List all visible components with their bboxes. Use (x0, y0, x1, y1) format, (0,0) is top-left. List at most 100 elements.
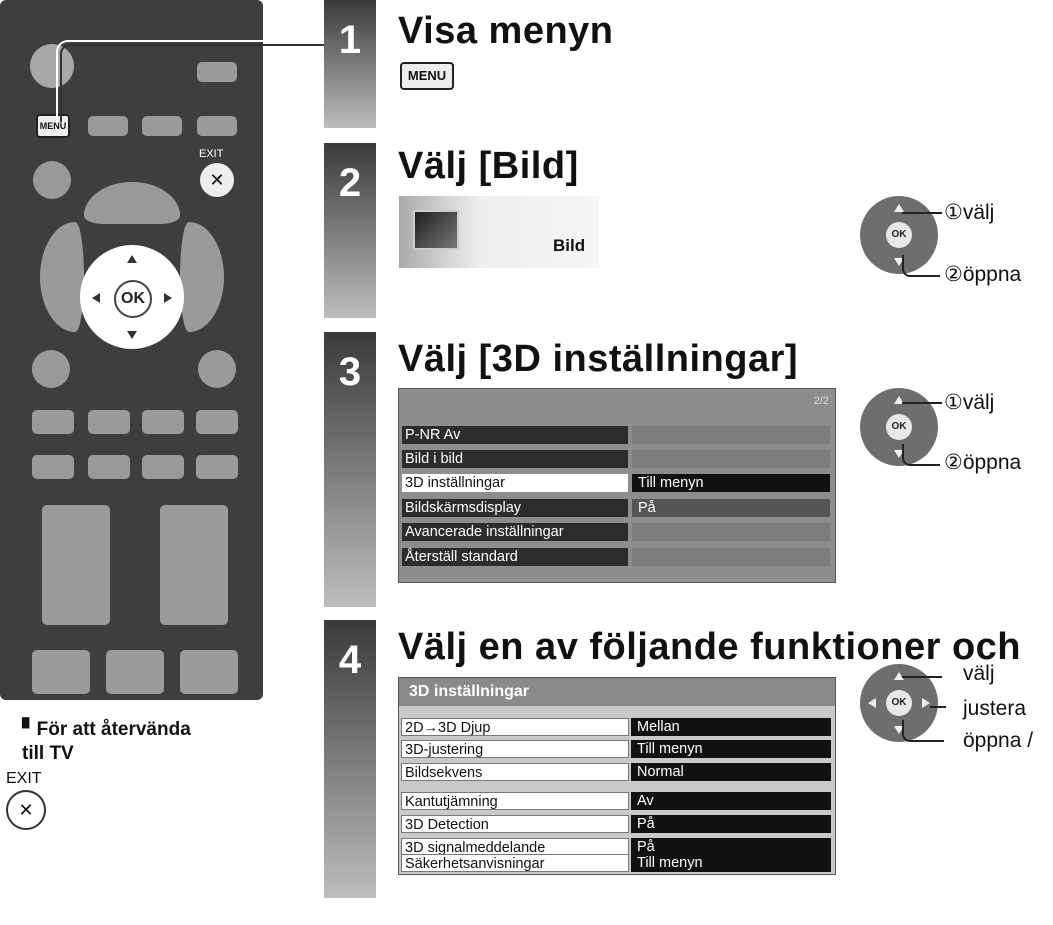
remote-button[interactable] (32, 410, 74, 434)
ok-icon: OK (886, 414, 912, 440)
right-arc-button[interactable] (180, 222, 224, 332)
left-arrow-icon (868, 698, 876, 708)
leader-line (902, 720, 944, 742)
menu-title: 3D inställningar (399, 678, 835, 706)
menu-row-label: 3D-justering (401, 740, 629, 758)
nav-pad-illustration: OK (860, 196, 938, 274)
leader-line (902, 255, 940, 277)
right-arrow-icon[interactable] (164, 293, 172, 303)
channel-rocker[interactable] (160, 505, 228, 625)
menu-row-label: Säkerhetsanvisningar (401, 854, 629, 872)
leader-line (902, 444, 940, 466)
menu-row[interactable]: Bild i bild (402, 450, 830, 468)
remote-button[interactable] (197, 116, 237, 136)
menu-row-label: 3D inställningar (402, 474, 628, 492)
menu-row-value: Till menyn (632, 474, 830, 492)
ok-button[interactable]: OK (114, 280, 152, 318)
info-button[interactable] (198, 350, 236, 388)
up-arrow-icon (894, 672, 904, 680)
menu-row-value: Till menyn (631, 854, 831, 872)
nav-pad-illustration: OK (860, 388, 938, 466)
up-arrow-icon (894, 204, 904, 212)
color-button[interactable] (32, 455, 74, 479)
exit-button[interactable]: ✕ (200, 163, 234, 197)
open-label: ②öppna (944, 451, 1022, 474)
tv-icon (413, 210, 459, 250)
callout-line (56, 40, 326, 122)
menu-row-label: Kantutjämning (401, 792, 629, 810)
exit-label: EXIT (6, 770, 42, 787)
leader-line (902, 676, 942, 678)
down-arrow-icon[interactable] (127, 331, 137, 339)
menu-row-value: Av (631, 792, 831, 810)
leader-line (930, 706, 946, 708)
top-arc-button[interactable] (84, 182, 180, 224)
menu-row[interactable]: Avancerade inställningar (402, 523, 830, 541)
step-title: Välj [Bild] (398, 145, 579, 187)
callout-line (60, 44, 326, 122)
menu-row-value: På (631, 815, 831, 833)
step-title: Välj en av följande funktioner och (398, 626, 1021, 668)
color-button[interactable] (88, 455, 130, 479)
options-button[interactable] (33, 161, 71, 199)
menu-row[interactable]: Återställ standard (402, 548, 830, 566)
remote-button[interactable] (88, 410, 130, 434)
menu-row-value: På (631, 838, 831, 856)
menu-row-label: Återställ standard (402, 548, 628, 566)
remote-button[interactable] (88, 116, 128, 136)
ok-icon: OK (886, 690, 912, 716)
exit-icon: ✕ (209, 170, 225, 190)
back-button[interactable] (32, 350, 70, 388)
menu-row-value (632, 450, 830, 468)
down-arrow-icon (894, 450, 904, 458)
menu-row-value (632, 426, 830, 444)
remote-button[interactable] (106, 650, 164, 694)
page-indicator: 2/2 (813, 395, 829, 407)
remote-button[interactable] (142, 116, 182, 136)
leader-line (902, 212, 942, 214)
ok-label: OK (121, 290, 145, 307)
color-button[interactable] (142, 455, 184, 479)
menu-row[interactable]: P-NR Av (402, 426, 830, 444)
picture-menu-page2: 2/2 P-NR Av Bild i bild 3D inställningar… (398, 388, 836, 583)
down-arrow-icon (894, 258, 904, 266)
exit-icon: ✕ (18, 800, 34, 820)
volume-rocker[interactable] (42, 505, 110, 625)
select-label: ①välj (944, 201, 995, 224)
exit-button-illustration: ✕ (6, 790, 46, 830)
return-text-line2: till TV (22, 743, 74, 764)
menu-key-icon: MENU (400, 62, 454, 90)
menu-row-label: 2D→3D Djup (401, 718, 629, 736)
leader-line (902, 402, 942, 404)
select-label: välj (963, 662, 995, 685)
up-arrow-icon[interactable] (127, 255, 137, 263)
menu-row-label: 3D Detection (401, 815, 629, 833)
left-arc-button[interactable] (40, 222, 84, 332)
step-bar-2: 2 (324, 143, 376, 318)
color-button[interactable] (196, 455, 238, 479)
remote-button[interactable] (142, 410, 184, 434)
menu-row-value: På (632, 499, 830, 517)
remote-button[interactable] (196, 410, 238, 434)
input-button[interactable] (197, 62, 237, 82)
step-bar-3: 3 (324, 332, 376, 607)
step-bar-1: 1 (324, 0, 376, 128)
menu-row-label: 3D signalmeddelande (401, 838, 629, 856)
remote-button[interactable] (180, 650, 238, 694)
remote-button[interactable] (32, 650, 90, 694)
step-number: 2 (338, 161, 362, 205)
ok-icon: OK (886, 222, 912, 248)
step-title: Visa menyn (398, 10, 614, 52)
left-arrow-icon[interactable] (92, 293, 100, 303)
picture-menu-thumbnail: Bild (399, 196, 599, 268)
